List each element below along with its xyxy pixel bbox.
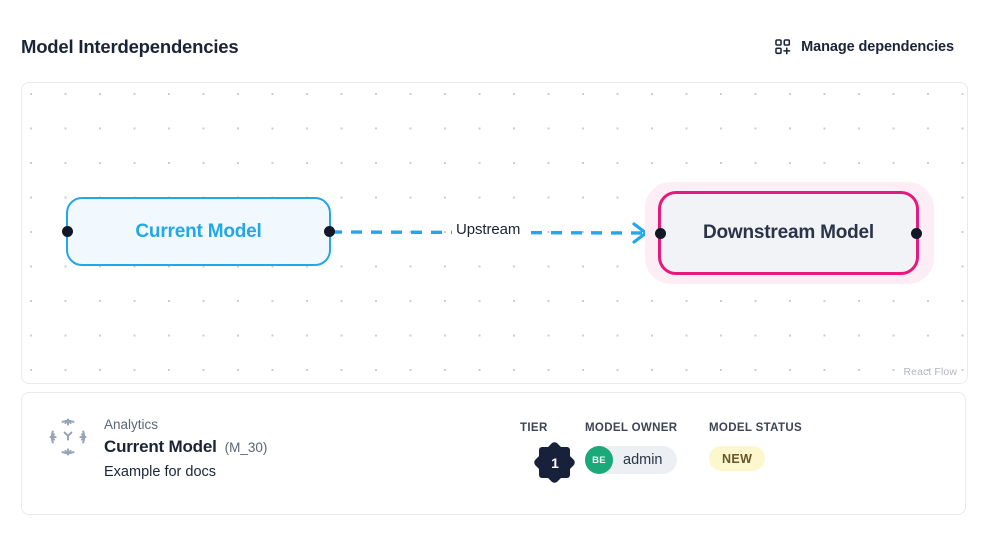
model-owner-name: admin [623, 452, 663, 468]
edge-label-upstream[interactable]: Upstream [452, 221, 525, 238]
tier-value: 1 [551, 454, 559, 471]
page-header: Model Interdependencies Manage dependenc… [0, 0, 987, 82]
graph-node-downstream-model[interactable]: Downstream Model [645, 182, 934, 284]
model-name-line: Current Model (M_30) [104, 437, 267, 457]
model-detail-panel: Analytics Current Model (M_30) Example f… [21, 392, 966, 515]
model-name: Current Model [104, 437, 217, 456]
node-handle-left[interactable] [655, 227, 666, 239]
graph-node-current-model[interactable]: Current Model [62, 197, 335, 266]
graph-node-label: Current Model [135, 220, 262, 242]
page-title: Model Interdependencies [21, 36, 239, 57]
tier-label: TIER [520, 422, 548, 434]
model-category: Analytics [104, 417, 159, 432]
add-dependency-icon [774, 38, 792, 56]
node-handle-right[interactable] [911, 227, 922, 239]
avatar: BE [585, 446, 613, 474]
model-status-column: MODEL STATUS NEW [709, 422, 802, 471]
model-owner-label: MODEL OWNER [585, 422, 678, 434]
status-badge: NEW [709, 446, 766, 471]
graph-node-downstream-body[interactable]: Downstream Model [655, 191, 922, 275]
model-node-icon [45, 414, 91, 460]
manage-dependencies-button[interactable]: Manage dependencies [774, 38, 954, 56]
tier-badge: 1 [532, 440, 578, 485]
graph-node-label: Downstream Model [703, 222, 874, 243]
react-flow-attribution[interactable]: React Flow [903, 366, 957, 378]
model-status-label: MODEL STATUS [709, 422, 803, 434]
model-owner-chip[interactable]: BE admin [585, 446, 677, 474]
node-handle-right[interactable] [324, 226, 335, 237]
model-code: (M_30) [224, 440, 268, 455]
model-summary: Analytics Current Model (M_30) Example f… [104, 415, 267, 480]
model-description: Example for docs [104, 464, 217, 480]
node-handle-left[interactable] [62, 226, 73, 237]
dependency-graph-canvas[interactable]: Upstream Current Model Downstream Model … [21, 82, 968, 384]
manage-dependencies-label: Manage dependencies [801, 39, 954, 55]
model-owner-column: MODEL OWNER BE admin [585, 422, 677, 474]
tier-column: TIER 1 [520, 422, 578, 485]
